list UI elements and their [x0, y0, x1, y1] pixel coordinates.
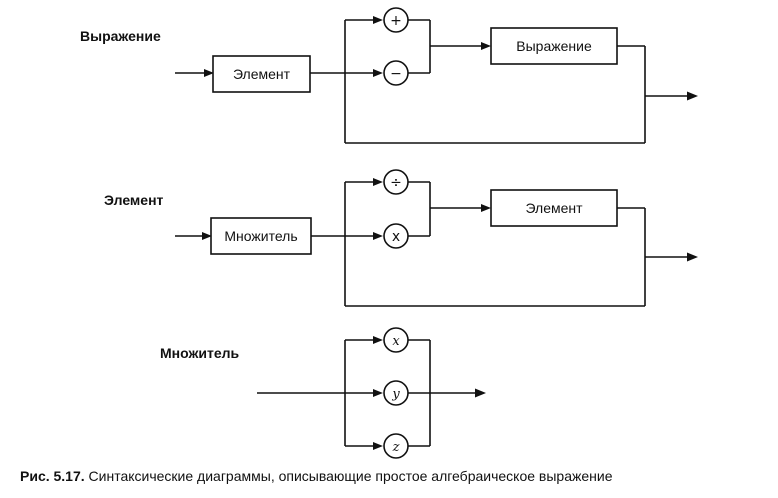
element-exit-arrow [687, 252, 698, 262]
factor-branch-top-arrow [373, 336, 383, 344]
expression-diagram: Выражение Элемент + − Выражение [80, 7, 698, 144]
element-title: Элемент [104, 192, 164, 208]
var-y-symbol: y [391, 387, 400, 402]
factor-diagram: Множитель x y z [160, 327, 486, 459]
figure-caption: Рис. 5.17. Синтаксические диаграммы, опи… [20, 468, 770, 484]
figure-caption-label: Рис. 5.17. [20, 468, 85, 484]
element-entry-arrow [202, 232, 212, 240]
element-loop-label: Элемент [525, 200, 583, 216]
expression-entry-label: Элемент [233, 66, 291, 82]
element-entry-label: Множитель [224, 228, 297, 244]
expression-title: Выражение [80, 28, 161, 44]
element-to-loop-arrow [481, 204, 491, 212]
expression-entry-box [212, 55, 311, 93]
figure-caption-text: Синтаксические диаграммы, описывающие пр… [88, 468, 613, 484]
factor-title: Множитель [160, 345, 240, 361]
element-diagram: Элемент Множитель ÷ x Элемент [104, 169, 698, 307]
multiply-operator-symbol: x [392, 229, 400, 245]
expression-to-loop-arrow [481, 42, 491, 50]
element-branch-top-arrow [373, 178, 383, 186]
var-z-symbol: z [392, 440, 400, 455]
element-branch-bottom-arrow [373, 232, 383, 240]
expression-branch-bottom-arrow [373, 69, 383, 77]
expression-branch-top-arrow [373, 16, 383, 24]
element-entry-box [210, 217, 312, 255]
minus-operator-symbol: − [390, 66, 402, 82]
factor-branch-bottom-arrow [373, 442, 383, 450]
factor-exit-arrow [475, 388, 486, 398]
divide-operator-symbol: ÷ [390, 175, 402, 191]
plus-operator-symbol: + [390, 13, 402, 29]
expression-exit-arrow [687, 91, 698, 101]
element-loop-box [490, 189, 618, 227]
var-x-symbol: x [392, 334, 400, 349]
expression-entry-arrow [204, 69, 214, 77]
expression-loop-box [490, 27, 618, 65]
expression-loop-label: Выражение [516, 38, 592, 54]
factor-branch-middle-arrow [373, 389, 383, 397]
